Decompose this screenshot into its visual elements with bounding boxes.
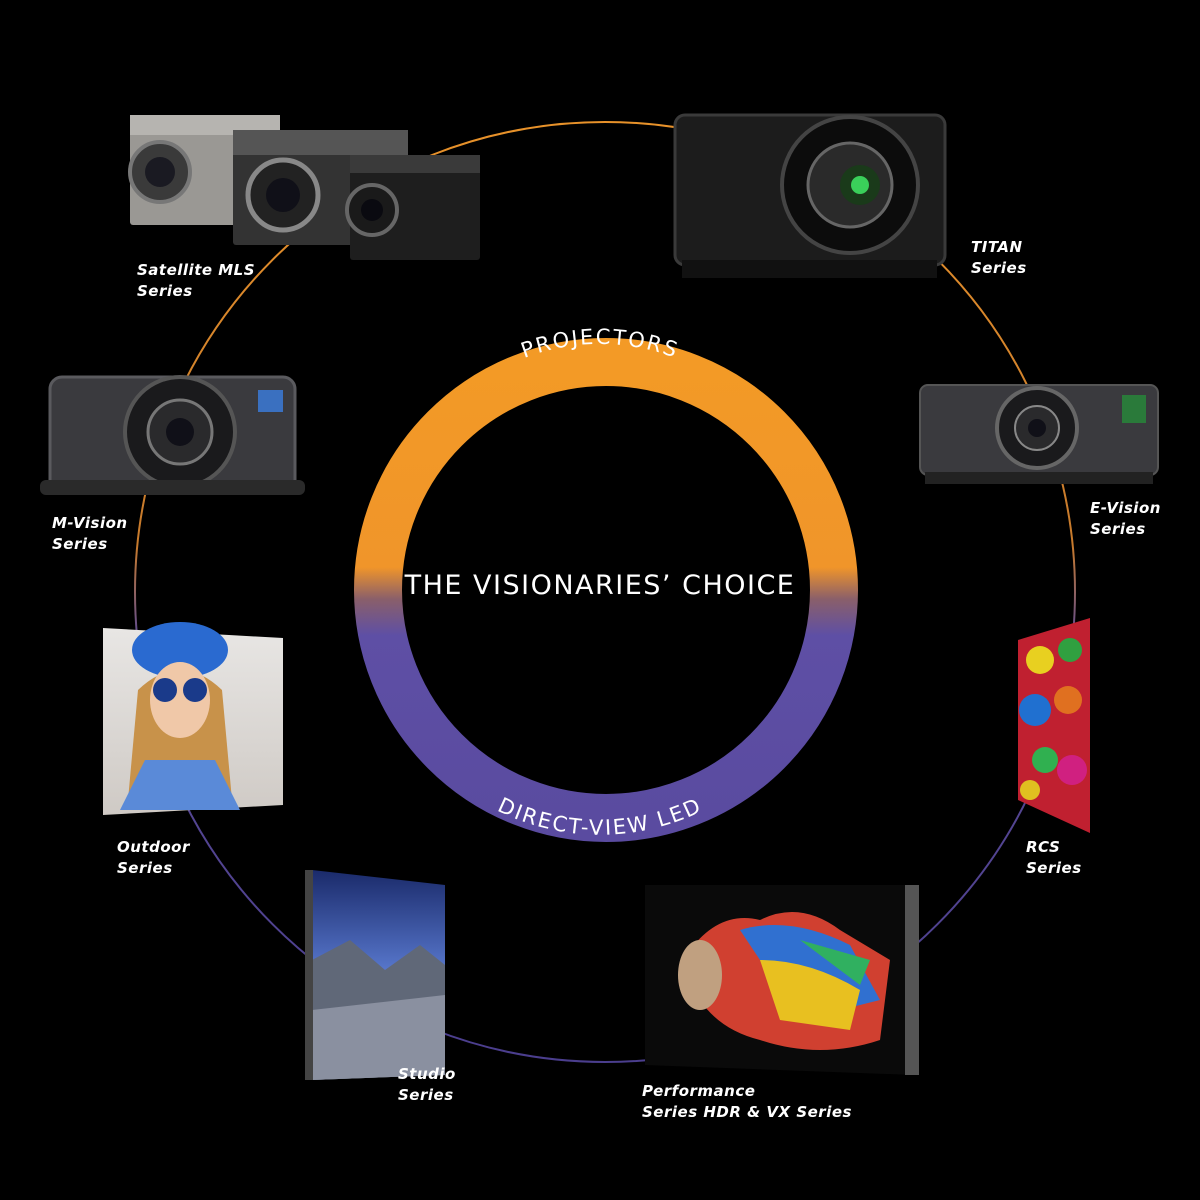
label-performance: Performance Series HDR & VX Series — [642, 1081, 852, 1123]
performance-image — [645, 885, 919, 1075]
label-titan: TITAN Series — [971, 237, 1027, 279]
label-line2: Series — [117, 859, 173, 877]
label-line2: Series — [971, 259, 1027, 277]
satellite-mls-image — [128, 115, 480, 260]
label-line2: Series — [137, 282, 193, 300]
label-studio: Studio Series — [398, 1064, 456, 1106]
label-line1: Satellite MLS — [137, 261, 256, 279]
titan-image — [673, 113, 947, 278]
label-line1: E-Vision — [1090, 499, 1161, 517]
outer-orbit-ring — [134, 121, 1076, 1063]
label-outdoor: Outdoor Series — [117, 837, 190, 879]
label-rcs: RCS Series — [1026, 837, 1082, 879]
rcs-image — [1018, 618, 1090, 833]
outdoor-image — [103, 622, 283, 815]
label-line2: Series — [1090, 520, 1146, 538]
label-satellite-mls: Satellite MLS Series — [137, 260, 255, 302]
label-line2: Series — [1026, 859, 1082, 877]
e-vision-image — [919, 384, 1159, 484]
label-line2: Series — [398, 1086, 454, 1104]
label-line1: M-Vision — [52, 514, 128, 532]
label-e-vision: E-Vision Series — [1090, 498, 1161, 540]
label-m-vision: M-Vision Series — [52, 513, 128, 555]
label-line1: RCS — [1026, 838, 1061, 856]
center-ring — [354, 338, 858, 842]
label-line1: Studio — [398, 1065, 456, 1083]
label-line1: TITAN — [971, 238, 1023, 256]
studio-image — [305, 870, 445, 1080]
center-title: THE VISIONARIES’ CHOICE — [404, 570, 796, 601]
label-line2: Series HDR & VX Series — [642, 1103, 852, 1121]
label-line1: Outdoor — [117, 838, 190, 856]
label-line2: Series — [52, 535, 108, 553]
m-vision-image — [40, 375, 305, 495]
label-line1: Performance — [642, 1082, 756, 1100]
